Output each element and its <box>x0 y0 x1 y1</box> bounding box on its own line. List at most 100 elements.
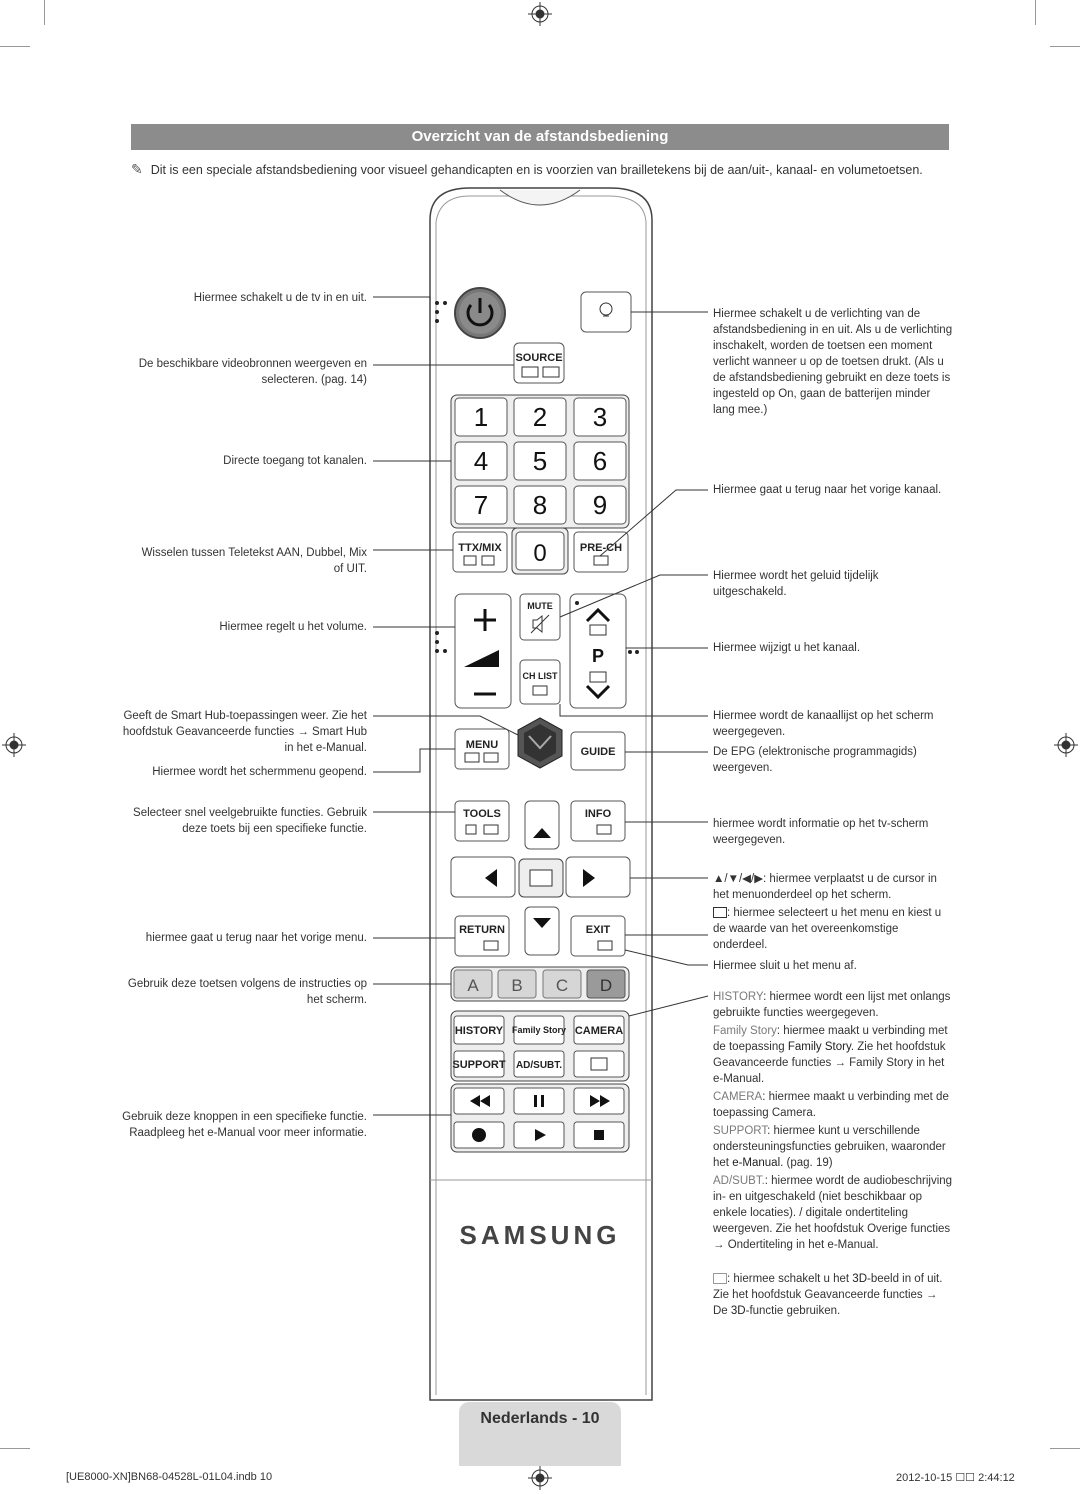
smart-hub-button[interactable] <box>517 717 563 769</box>
ttx-label: TTX/MIX <box>458 542 502 554</box>
label-chlist: Hiermee wordt de kanaallijst op het sche… <box>713 710 934 738</box>
arrow-down-button[interactable] <box>524 906 560 956</box>
digit-5: 5 <box>533 446 547 476</box>
return-button[interactable]: RETURN <box>454 915 510 957</box>
digit-3: 3 <box>593 402 607 432</box>
playback-buttons[interactable] <box>453 1087 625 1149</box>
label-camera: CAMERA: hiermee maakt u verbinding met d… <box>713 1089 953 1121</box>
mute-button[interactable]: MUTE <box>519 593 561 641</box>
family-label: Family Story <box>512 1025 566 1035</box>
label-info: hiermee wordt informatie op het tv-scher… <box>713 818 929 846</box>
exit-button[interactable]: EXIT <box>570 915 626 957</box>
right-arrow-icon <box>583 869 595 887</box>
enter-text: : hiermee selecteert u het menu en kiest… <box>713 907 942 951</box>
label-volume: Hiermee regelt u het volume. <box>219 621 367 633</box>
guide-button[interactable]: GUIDE <box>570 731 626 771</box>
color-d: D <box>600 976 612 995</box>
channel-p-label: P <box>592 646 604 666</box>
label-light: Hiermee schakelt u de verlichting van de… <box>713 308 953 416</box>
threed-text-b: 3D <box>852 1273 867 1285</box>
menu-label: MENU <box>466 739 498 751</box>
menu-button[interactable]: MENU <box>454 728 510 770</box>
leader-lines-left <box>373 296 519 1116</box>
digit-0: 0 <box>533 540 546 567</box>
3d-button[interactable] <box>573 1050 625 1078</box>
arrow-up-button[interactable] <box>524 800 560 850</box>
history-key: HISTORY <box>713 991 764 1003</box>
down-arrow-icon <box>533 918 551 928</box>
adsubt-text: : hiermee wordt de audiobeschrijving in-… <box>713 1175 953 1251</box>
family-text-b: Family Story <box>787 1041 851 1053</box>
ch-list-button[interactable]: CH LIST <box>519 659 561 705</box>
threed-text-c: -beeld in of uit. Zie het hoofdstuk Geav… <box>713 1273 943 1317</box>
history-button[interactable] <box>453 1015 505 1045</box>
label-ttx: Wisselen tussen Teletekst AAN, Dubbel, M… <box>141 547 367 575</box>
history-label: HISTORY <box>455 1025 504 1037</box>
arrow-left-button[interactable] <box>450 856 516 898</box>
cursor-symbols: ▲/▼/◀/▶ <box>713 873 764 885</box>
label-menu: Hiermee wordt het schermmenu geopend. <box>152 766 367 778</box>
label-smart-hub: Geeft de Smart Hub-toepassingen weer. Zi… <box>122 710 367 754</box>
samsung-logo: SAMSUNG <box>460 1220 621 1250</box>
page-tab <box>459 1402 621 1466</box>
threed-text-d: 3D <box>730 1305 746 1317</box>
note-body: Dit is een speciale afstandsbediening vo… <box>150 163 923 177</box>
support-button[interactable] <box>453 1050 505 1078</box>
3d-icon <box>590 1057 608 1071</box>
crop-mark <box>0 1448 30 1449</box>
page-number: Nederlands - 10 <box>480 1410 600 1427</box>
volume-rocker[interactable] <box>454 593 512 709</box>
3d-icon <box>713 1273 727 1285</box>
guide-label: GUIDE <box>581 746 616 758</box>
registration-mark-right <box>1054 733 1078 757</box>
source-button[interactable]: SOURCE <box>513 342 565 384</box>
up-arrow-icon <box>533 828 551 838</box>
label-power: Hiermee schakelt u de tv in en uit. <box>193 292 367 304</box>
light-button[interactable] <box>580 291 632 333</box>
ttx-mix-button[interactable]: TTX/MIX <box>452 531 508 573</box>
label-3d: : hiermee schakelt u het 3D-beeld in of … <box>713 1271 953 1319</box>
number-pad[interactable]: 1 2 3 4 5 6 7 8 9 <box>454 397 627 525</box>
family-text-c: . Zie het hoofdstuk Geavanceerde functie… <box>713 1041 946 1085</box>
left-arrow-icon <box>485 869 497 887</box>
return-label: RETURN <box>459 924 505 936</box>
digit-2: 2 <box>533 402 547 432</box>
label-exit: Hiermee sluit u het menu af. <box>713 960 857 972</box>
camera-key: CAMERA <box>713 1091 763 1103</box>
label-family: Family Story: hiermee maakt u verbinding… <box>713 1023 953 1087</box>
tools-button[interactable]: TOOLS <box>454 800 510 842</box>
mute-label: MUTE <box>527 601 553 611</box>
registration-mark-bottom <box>528 1466 552 1490</box>
adsubt-key: AD/SUBT. <box>713 1175 765 1187</box>
label-history: HISTORY: hiermee wordt een lijst met onl… <box>713 989 953 1021</box>
label-tools: Selecteer snel veelgebruikte functies. G… <box>133 807 367 835</box>
color-a: A <box>467 976 479 995</box>
pencil-icon: ✎ <box>131 161 143 177</box>
braille-dots <box>435 301 447 323</box>
camera-button[interactable] <box>573 1015 625 1045</box>
tools-label: TOOLS <box>463 808 501 820</box>
color-buttons[interactable]: A B C D <box>453 969 626 999</box>
crop-mark <box>1035 0 1036 25</box>
crop-mark <box>44 0 45 25</box>
power-button[interactable] <box>454 287 506 339</box>
enter-icon <box>713 907 727 919</box>
label-return: hiermee gaat u terug naar het vorige men… <box>145 932 367 944</box>
pre-ch-button[interactable]: PRE-CH <box>573 531 629 573</box>
digit-4: 4 <box>474 446 488 476</box>
info-button[interactable]: INFO <box>570 800 626 842</box>
family-story-button[interactable] <box>513 1015 565 1045</box>
chlist-label: CH LIST <box>523 671 559 681</box>
digit-0-button[interactable]: 0 <box>511 527 569 575</box>
threed-text-e: -functie gebruiken. <box>745 1305 841 1317</box>
arrow-right-button[interactable] <box>565 856 631 898</box>
channel-rocker[interactable]: P <box>569 593 627 709</box>
threed-text-a: : hiermee schakelt u het <box>727 1273 853 1285</box>
label-enter: : hiermee selecteert u het menu en kiest… <box>713 905 953 953</box>
color-c: C <box>556 976 568 995</box>
section-title: Overzicht van de afstandsbediening <box>131 124 949 150</box>
prech-label: PRE-CH <box>580 542 622 554</box>
label-support: SUPPORT: hiermee kunt u verschillende on… <box>713 1123 953 1171</box>
ad-subt-button[interactable] <box>513 1050 565 1078</box>
